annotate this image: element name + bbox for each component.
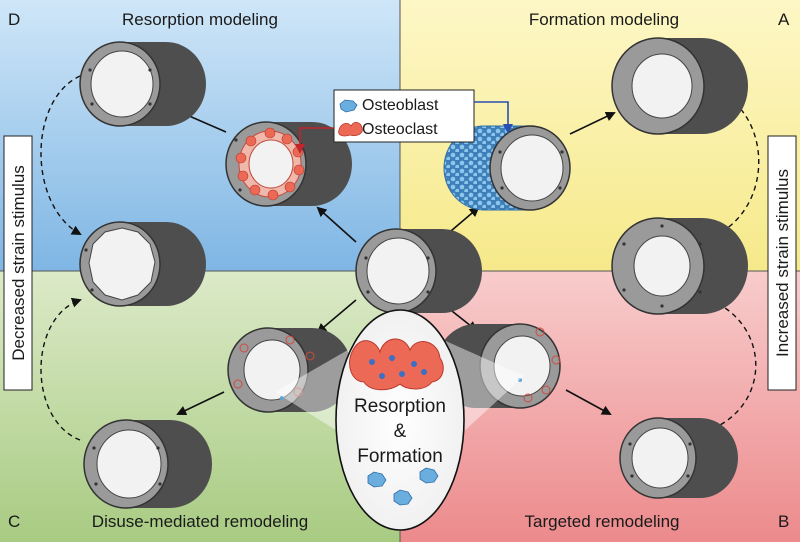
quadrant-title-C: Disuse-mediated remodeling	[92, 512, 308, 531]
arrow-targeted-to-B-bottom	[565, 389, 612, 415]
bone-cylinder-A-bottom	[611, 217, 748, 315]
oval-text-ampersand: &	[394, 421, 407, 442]
bone-cylinder-formation	[443, 125, 571, 211]
arrow-center-to-resorption	[316, 206, 357, 243]
quadrant-letter-A: A	[778, 10, 790, 29]
quadrant-letter-C: C	[8, 512, 20, 531]
osteoclast-legend-icon	[338, 122, 363, 137]
bone-cylinder-disuse	[227, 327, 352, 413]
arrow-center-to-disuse	[316, 299, 357, 334]
bone-cylinder-A-top	[611, 37, 748, 135]
arrow-formation-to-A-top	[569, 111, 616, 135]
bone-cylinder-C-bottom	[83, 419, 212, 509]
quadrant-letter-B: B	[778, 512, 789, 531]
dashed-arrow-left-upper	[40, 75, 82, 235]
quadrant-C-background	[0, 271, 400, 542]
bone-cylinder-D-top	[79, 41, 206, 127]
quadrant-title-A: Formation modeling	[529, 10, 679, 29]
quadrant-title-B: Targeted remodeling	[525, 512, 680, 531]
increased-strain-text: Increased strain stimulus	[773, 169, 792, 357]
increased-strain-label: Increased strain stimulus	[767, 135, 797, 391]
legend-osteoclast-label: Osteoclast	[362, 121, 438, 138]
quadrant-letter-D: D	[8, 10, 20, 29]
bone-cylinder-B-bottom	[619, 417, 738, 499]
oval-text-formation: Formation	[357, 446, 443, 467]
osteoblast-pointer-arrow	[474, 101, 513, 134]
decreased-strain-text: Decreased strain stimulus	[9, 165, 28, 361]
osteoclast-pointer-arrow	[295, 127, 334, 154]
bone-cylinder-D-bottom	[79, 221, 206, 307]
legend-osteoblast-label: Osteoblast	[362, 97, 439, 114]
osteoblast-legend-icon	[339, 99, 358, 113]
bone-cylinder-targeted	[436, 323, 561, 409]
oval-text-resorption: Resorption	[354, 396, 446, 417]
dashed-arrow-left-lower	[40, 297, 82, 441]
bone-cylinder-center	[355, 228, 482, 314]
arrow-disuse-to-C-bottom	[176, 391, 225, 416]
quadrant-title-D: Resorption modeling	[122, 10, 278, 29]
osteoclast-cluster-icon	[349, 338, 444, 391]
osteoblast-cells-icon	[367, 467, 439, 506]
resorption-formation-oval: Resorption & Formation	[335, 309, 465, 531]
bone-cylinder-resorption	[225, 121, 352, 207]
decreased-strain-label: Decreased strain stimulus	[3, 135, 33, 391]
cell-legend: Osteoblast Osteoclast	[295, 89, 513, 154]
